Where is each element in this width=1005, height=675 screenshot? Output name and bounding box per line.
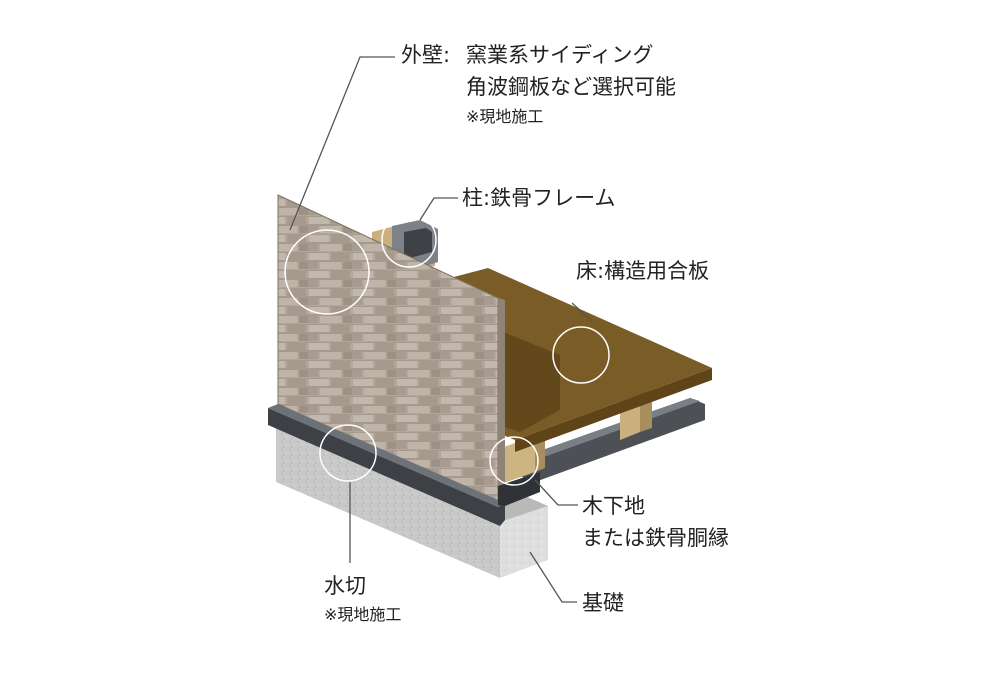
steel-girt — [520, 398, 705, 482]
leader-column — [419, 197, 458, 221]
leader-floor — [571, 302, 594, 323]
base-line1-label: 木下地 — [582, 494, 645, 518]
leader-wall — [289, 56, 395, 231]
plywood-floor — [450, 268, 712, 452]
water-cut-flashing — [268, 404, 540, 526]
leader-base — [534, 479, 578, 506]
highlight-circle-water-cut — [319, 424, 377, 482]
column-label: 柱:鉄骨フレーム — [462, 186, 616, 210]
foundation-label: 基礎 — [582, 591, 624, 615]
leader-lines — [289, 56, 594, 603]
base-line2-label: または鉄骨胴縁 — [582, 526, 729, 550]
water-cut-label: 水切 — [324, 574, 366, 598]
highlight-circle-wall — [284, 229, 370, 315]
wall-line1-label: 窯業系サイディング — [466, 43, 654, 67]
wall-title-label: 外壁: — [401, 43, 451, 67]
wall-note: ※現地施工 — [466, 107, 544, 126]
highlight-circle-base — [489, 436, 539, 486]
water-cut-note: ※現地施工 — [324, 605, 402, 624]
leader-foundation — [529, 551, 577, 603]
highlight-circle-column — [381, 212, 437, 268]
floor-label: 床:構造用合板 — [576, 259, 710, 283]
highlight-circle-floor — [552, 326, 610, 384]
wall-line2-label: 角波鋼板など選択可能 — [466, 75, 676, 99]
